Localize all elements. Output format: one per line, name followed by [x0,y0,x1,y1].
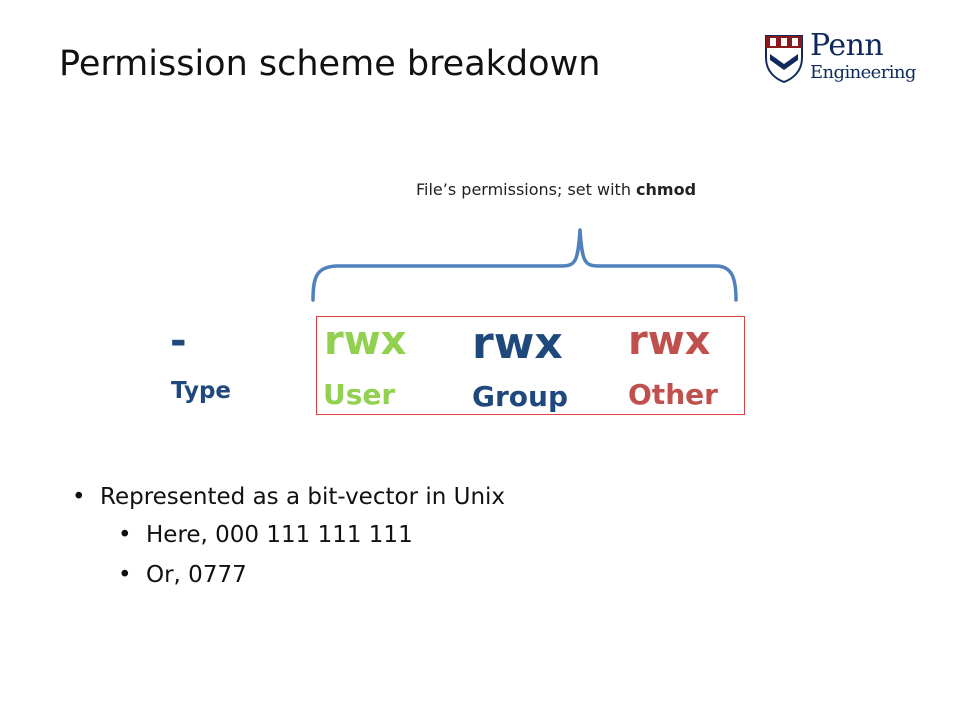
group-permissions: rwx [472,318,563,369]
penn-engineering-logo: Penn Engineering [764,28,916,90]
sub-bullet-text: Or, 0777 [146,562,247,588]
bullet-item: • Represented as a bit-vector in Unix [72,484,505,522]
logo-text-engineering: Engineering [810,62,916,83]
bullet-text: Represented as a bit-vector in Unix [100,484,506,510]
permissions-caption: File’s permissions; set with chmod [416,180,696,199]
logo-text-penn: Penn [810,28,884,63]
permissions-brace [311,228,738,302]
slide-title: Permission scheme breakdown [59,44,601,84]
caption-command: chmod [636,180,697,199]
bullet-marker: • [118,562,132,588]
bullet-list: • Represented as a bit-vector in Unix • … [72,484,505,602]
type-label: Type [171,378,232,404]
other-label: Other [628,378,718,411]
group-label: Group [472,380,569,413]
penn-shield-icon [765,35,803,84]
caption-text: File’s permissions; set with [416,180,637,199]
other-permissions: rwx [628,318,711,364]
sub-bullet-item: • Or, 0777 [72,562,505,602]
user-permissions: rwx [324,318,407,364]
bullet-marker: • [118,522,132,548]
sub-bullet-text: Here, 000 111 111 111 [146,522,413,548]
sub-bullet-item: • Here, 000 111 111 111 [72,522,505,562]
type-symbol: - [170,318,187,364]
user-label: User [323,378,396,411]
bullet-marker: • [72,484,86,510]
permission-bits-box [316,316,745,415]
